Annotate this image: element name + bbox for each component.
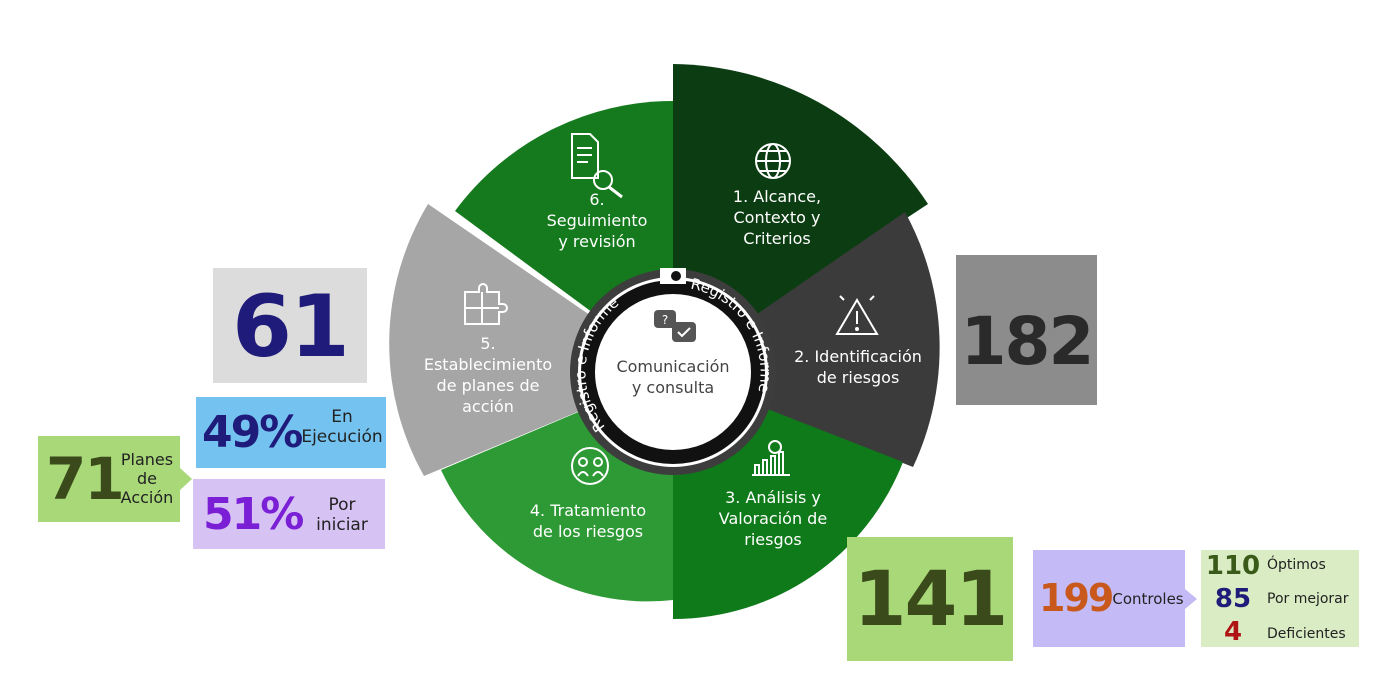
document-search-icon [571,133,623,199]
to-improve-value: 85 [1214,584,1252,614]
analyzed-box: 141 [847,537,1013,661]
controls-arrow [1185,589,1197,609]
segment-3-line-1: 3. Análisis y [725,488,821,507]
segment-2-line-2: de riesgos [816,368,900,387]
segment-5-label: 5. Establecimiento de planes de acción [420,333,556,417]
to-start-value: 51% [203,489,304,540]
deficient-label: Deficientes [1267,626,1346,642]
to-start-label-1: Por [328,495,356,515]
optimal-value: 110 [1205,551,1261,581]
segment-3-label: 3. Análisis y Valoración de riesgos [713,487,833,550]
pie-icon [671,271,681,281]
puzzle-icon [464,283,508,325]
segment-3-line-3: riesgos [744,530,802,549]
in-execution-box: 49% En Ejecución [196,397,386,468]
segment-5-number: 5. [480,334,496,353]
segment-6-line-1: Seguimiento [546,211,648,230]
plans-action-value: 71 [46,445,125,513]
controls-label: Controles [1112,590,1184,608]
center-line-2: y consulta [631,378,715,397]
segment-2-line-1: 2. Identificación [794,347,922,366]
plans-action-label: Planes de Acción [116,450,178,507]
plans-action-label-3: Acción [120,488,174,507]
plans-action-arrow [180,468,192,490]
segment-5-line-2: de planes de [436,376,540,395]
segment-4-line-2: de los riesgos [532,522,644,541]
segment-4-line-1: 4. Tratamiento [529,501,647,520]
plans-total-box: 61 [213,268,367,383]
identified-value: 182 [960,303,1095,380]
controls-breakdown-box: 110 Óptimos 85 Por mejorar 4 Deficientes [1201,550,1359,647]
controls-value: 199 [1039,576,1114,620]
segment-1-label: 1. Alcance, Contexto y Criterios [722,186,832,249]
in-execution-label-2: Ejecución [301,427,383,447]
plans-action-box: 71 Planes de Acción [38,436,180,522]
segment-1-line-3: Criterios [743,229,811,248]
center-label: Comunicación y consulta [603,356,743,398]
segment-5-line-3: acción [462,397,514,416]
center-line-1: Comunicación [616,357,730,376]
controls-box: 199 Controles [1033,550,1185,647]
segment-1-line-1: 1. Alcance, [732,187,822,206]
plans-action-label-2: de [137,469,157,488]
identified-box: 182 [956,255,1097,405]
segment-2-label: 2. Identificación de riesgos [788,346,928,388]
segment-2-identificacion [673,212,940,467]
optimal-label: Óptimos [1267,557,1326,573]
growth-chart-icon [752,440,790,476]
in-execution-value: 49% [202,407,303,458]
segment-1-line-2: Contexto y [733,208,821,227]
segment-6-label: 6. Seguimiento y revisión [537,189,657,252]
in-execution-label-1: En [331,407,353,427]
segment-5-line-1: Establecimiento [423,355,553,374]
people-cycle-icon [571,447,609,485]
svg-text:?: ? [662,313,668,327]
segment-6-line-2: y revisión [558,232,636,251]
to-start-label-2: iniciar [316,515,368,535]
segment-5-establecimiento [389,204,673,476]
in-execution-label: En Ejecución [300,407,384,447]
analyzed-value: 141 [853,554,1009,643]
warning-icon [835,295,879,335]
globe-icon [755,143,791,179]
plans-total-value: 61 [232,277,350,377]
to-start-box: 51% Por iniciar [193,479,385,549]
to-improve-label: Por mejorar [1267,591,1349,607]
center-disk [595,294,751,450]
deficient-value: 4 [1223,617,1243,647]
chat-bubbles-icon: ? [654,310,696,342]
plans-action-label-1: Planes [120,450,174,469]
segment-6-number: 6. [589,190,605,209]
segment-4-label: 4. Tratamiento de los riesgos [523,500,653,542]
to-start-label: Por iniciar [305,495,379,535]
segment-3-line-2: Valoración de [718,509,828,528]
